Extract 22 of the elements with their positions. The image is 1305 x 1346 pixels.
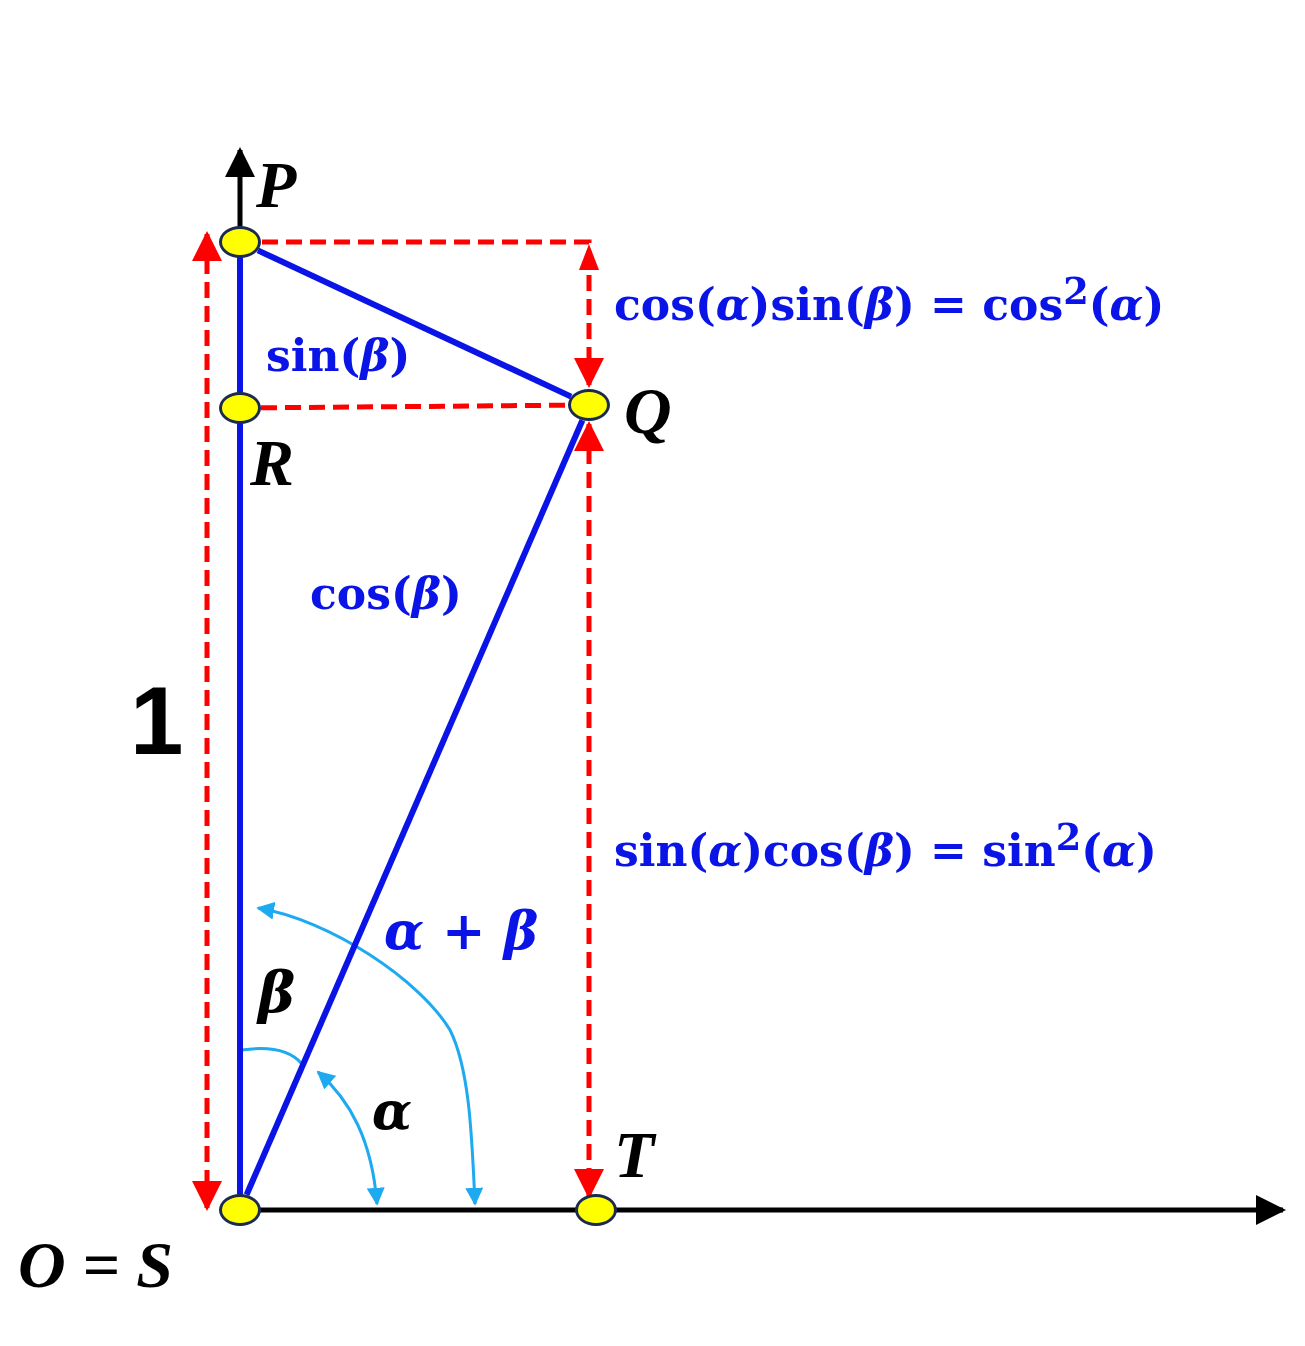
dashed-line	[262, 239, 604, 388]
point-marker	[575, 1194, 617, 1226]
point-marker	[219, 392, 261, 424]
point-label: T	[614, 1122, 655, 1188]
point-label: O = S	[18, 1232, 173, 1298]
line-segment	[237, 424, 243, 1194]
formula-label: sin(α)cos(β) = sin$^{2}$(α)	[614, 818, 1157, 876]
point-marker	[219, 1194, 261, 1226]
point-marker	[219, 226, 261, 258]
dashed-line	[192, 231, 222, 1211]
line-segment	[256, 247, 573, 400]
point-label: R	[250, 430, 295, 496]
point-marker	[568, 389, 610, 421]
line-segment	[237, 258, 243, 392]
point-label: P	[256, 152, 297, 218]
angle-label: α	[372, 1082, 412, 1140]
angle-label: α + β	[384, 902, 539, 960]
point-label: Q	[624, 378, 672, 444]
formula-label: cos(α)sin(β) = cos$^{2}$(α)	[614, 272, 1165, 330]
length-label: 1	[130, 668, 184, 774]
angle-label: β	[258, 962, 296, 1024]
line-segment	[243, 419, 586, 1196]
